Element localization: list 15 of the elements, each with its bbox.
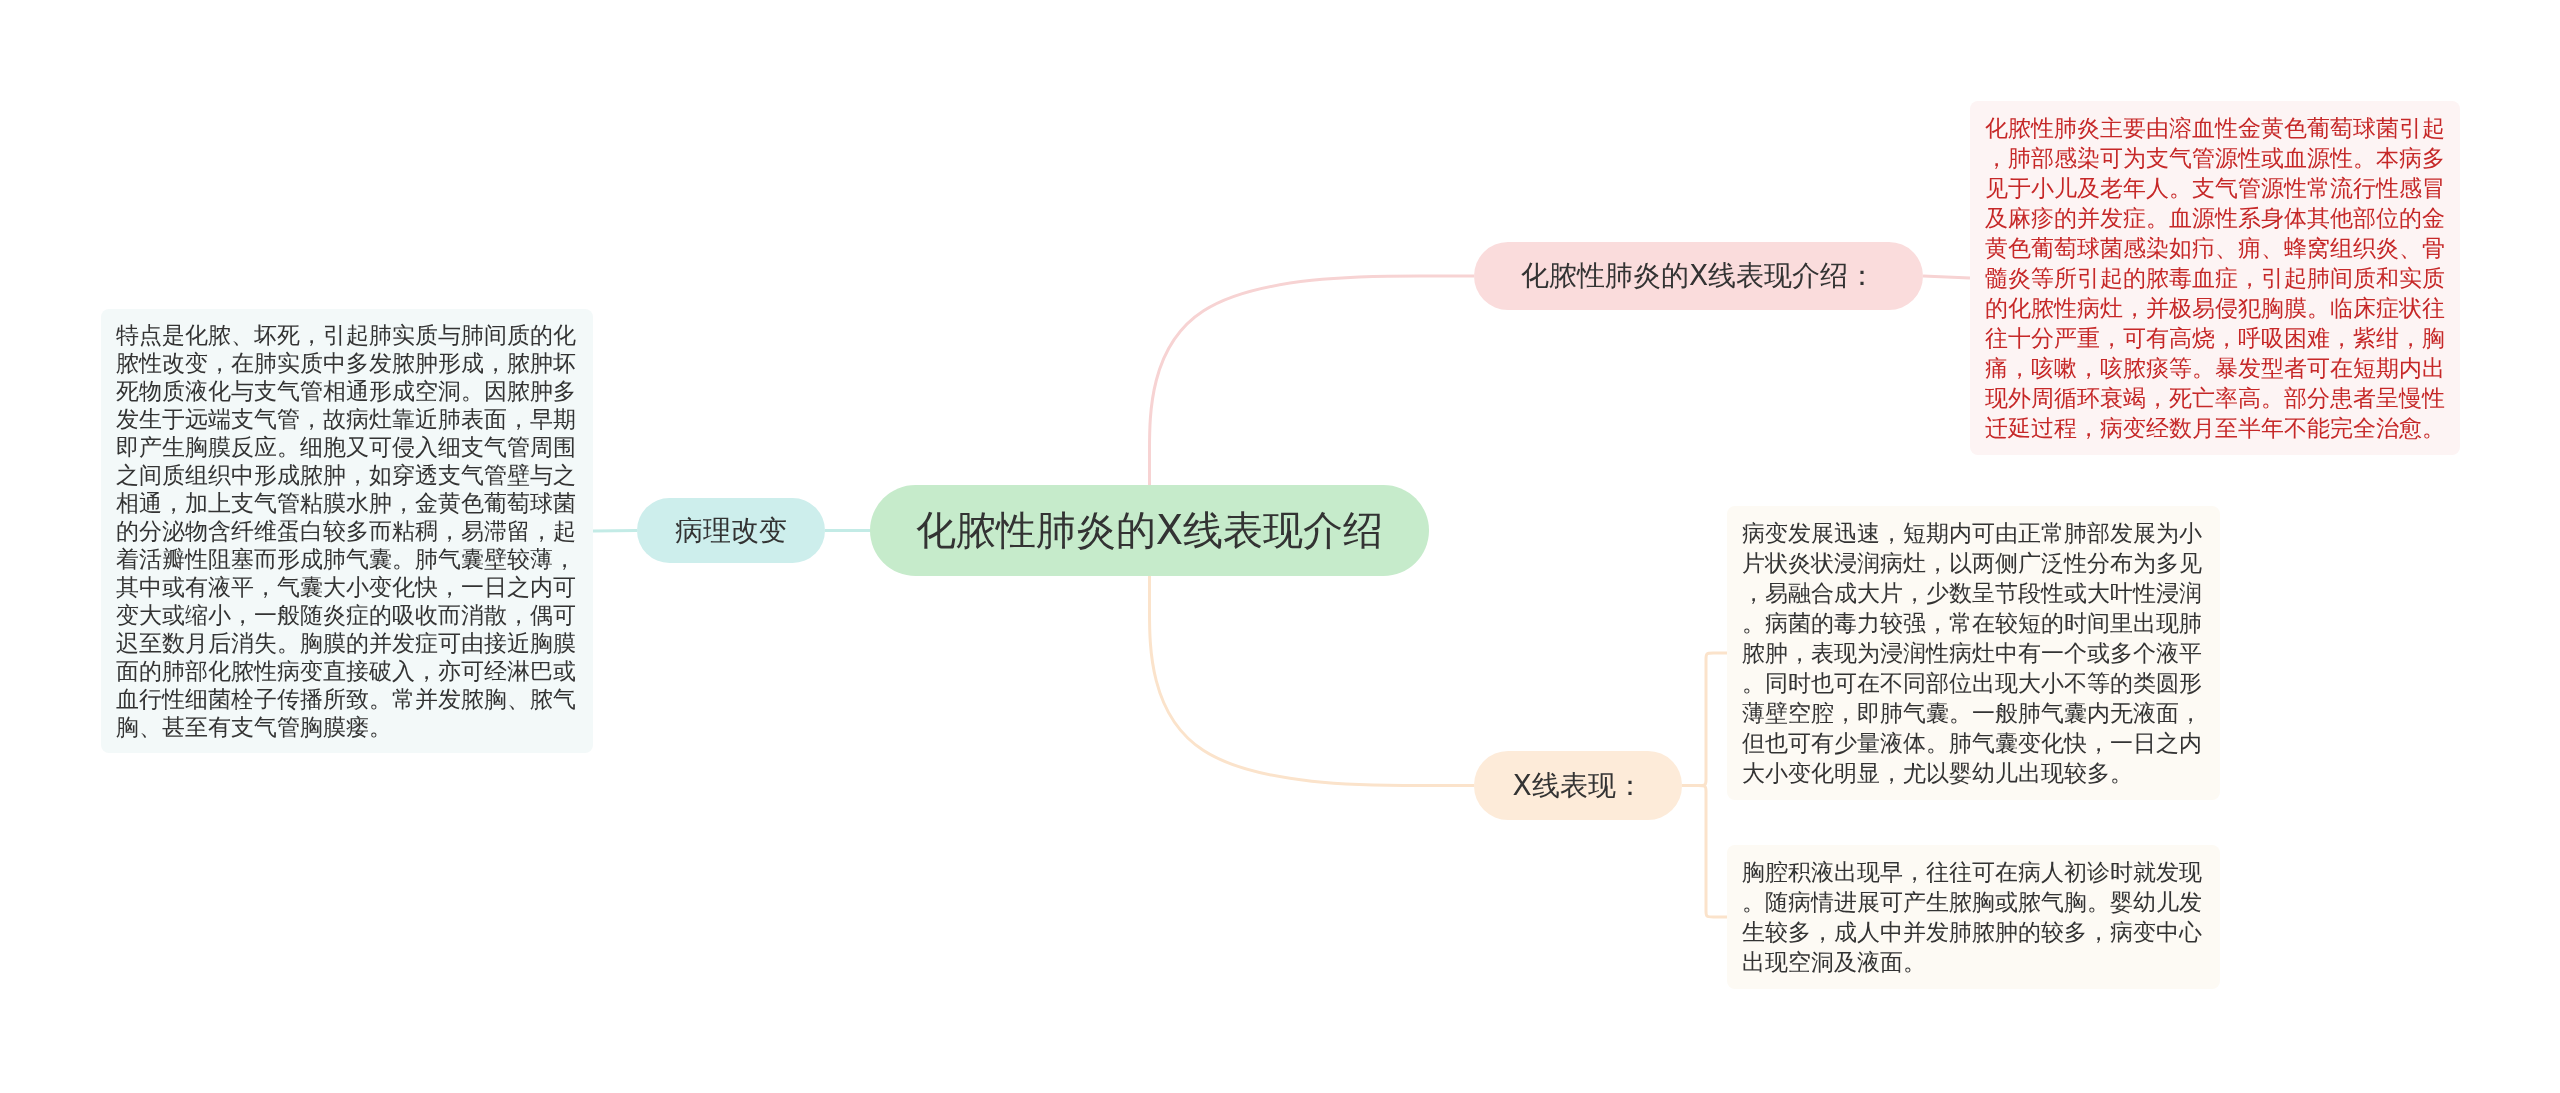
connector-line xyxy=(593,529,637,533)
paragraph: 胸腔积液出现早，往往可在病人初诊时就发现。随病情进展可产生脓胸或脓气胸。婴幼儿发生较多，成人中并发肺脓肿的较多，病变中心出现空洞及液面。 xyxy=(1742,858,2203,977)
topic-label: 病理改变 xyxy=(675,512,787,549)
paragraph: 病变发展迅速，短期内可由正常肺部发展为小片状炎状浸润病灶，以两侧广泛性分布为多见，易融合成大片，少数呈节段性或大叶性浸润。病菌的毒力较强，常在较短的时间里出现肺脓肿，表现为浸润性病灶中有一个或多个液平。同时也可在不同部位出现大小不等的类圆形薄壁空腔，即肺气囊。一般肺气囊内无液面，但也可有少量液体。肺气囊变化快，一日之内大小变化明显，尤以婴幼儿出现较多。 xyxy=(1742,519,2203,788)
topic-label: 化脓性肺炎的X线表现介绍 xyxy=(915,506,1384,555)
connector-line xyxy=(1682,784,1727,919)
connector-line xyxy=(825,529,870,532)
paragraph: 化脓性肺炎主要由溶血性金黄色葡萄球菌引起，肺部感染可为支气管源性或血源性。本病多见于小儿及老年人。支气管源性常流行性感冒及麻疹的并发症。血源性系身体其他部位的金黄色葡萄球菌感染如疖、痈、蜂窝组织炎、骨髓炎等所引起的脓毒血症，引起肺间质和实质的化脓性病灶，并极易侵犯胸膜。临床症状往往十分严重，可有高烧，呼吸困难，紫绀，胸痛，咳嗽，咳脓痰等。暴发型者可在短期内出现外周循环衰竭，死亡率高。部分患者呈慢性迁延过程，病变经数月至半年不能完全治愈。 xyxy=(1985,114,2445,443)
topic-label: 化脓性肺炎的X线表现介绍： xyxy=(1520,258,1877,294)
paragraph: 特点是化脓、坏死，引起肺实质与肺间质的化脓性改变，在肺实质中多发脓肿形成，脓肿坏死物质液化与支气管相通形成空洞。因脓肿多发生于远端支气管，故病灶靠近肺表面，早期即产生胸膜反应。细胞又可侵入细支气管周围之间质组织中形成脓肿，如穿透支气管壁与之相通，加上支气管粘膜水肿，金黄色葡萄球菌的分泌物含纤维蛋白较多而粘稠，易滞留，起着活瓣性阻塞而形成肺气囊。肺气囊壁较薄，其中或有液平，气囊大小变化快，一日之内可变大或缩小，一般随炎症的吸收而消散，偶可迟至数月后消失。胸膜的并发症可由接近胸膜面的肺部化脓性病变直接破入，亦可经淋巴或血行性细菌栓子传播所致。常并发脓胸、脓气胸、甚至有支气管胸膜瘘。 xyxy=(116,321,577,741)
connector-line xyxy=(1922,274,1971,280)
connector-line xyxy=(1148,576,1474,787)
text-card xyxy=(1727,845,2220,989)
topic-label: X线表现： xyxy=(1512,767,1644,804)
connector-line xyxy=(1148,274,1474,485)
